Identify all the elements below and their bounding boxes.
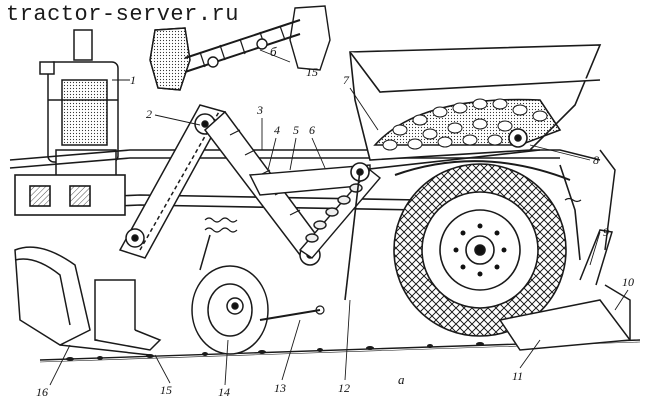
callout-labels: 1 2 3 4 5 6 7 8 9 10 11 12 13 14 15 15 1… — [36, 44, 634, 399]
callout-11: 11 — [512, 369, 523, 383]
callout-15a: 15 — [160, 383, 172, 397]
sorting-conveyor — [248, 164, 382, 259]
callout-6: 6 — [309, 123, 315, 137]
springs-rods — [204, 164, 582, 321]
callout-8: 8 — [593, 153, 599, 167]
watermark: tractor-server.ru — [6, 2, 239, 27]
callout-4: 4 — [274, 123, 280, 137]
callout-2: 2 — [146, 107, 152, 121]
callout-16: 16 — [36, 385, 48, 399]
drive-wheel — [393, 160, 571, 337]
disc-coulter — [191, 234, 269, 355]
callout-12: 12 — [338, 381, 350, 395]
main-frame — [9, 149, 601, 216]
callout-10: 10 — [622, 275, 634, 289]
callout-9: 9 — [603, 225, 609, 239]
inset-b — [149, 5, 331, 91]
bunker — [349, 44, 602, 182]
callout-7: 7 — [343, 73, 350, 87]
rear-share — [498, 149, 632, 351]
callout-3: 3 — [256, 103, 263, 117]
subfigure-b-label: б — [270, 44, 277, 59]
subfigure-a-label: а — [398, 372, 405, 387]
callout-5: 5 — [293, 123, 299, 137]
engine-tank — [39, 29, 119, 181]
callout-13: 13 — [274, 381, 286, 395]
callout-1: 1 — [130, 73, 136, 87]
leader-lines — [49, 49, 629, 386]
callout-15b: 15 — [306, 65, 318, 79]
callout-14: 14 — [218, 385, 230, 399]
front-digger — [14, 246, 162, 356]
